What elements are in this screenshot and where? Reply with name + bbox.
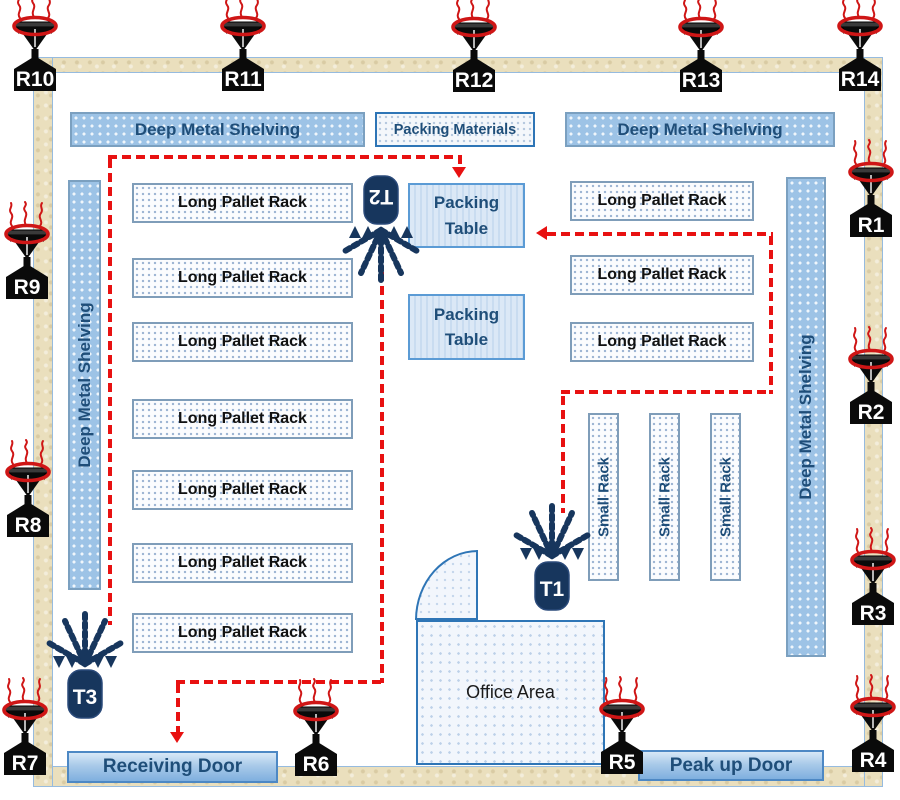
tag-t1-label: T1 (540, 578, 565, 601)
packing-materials-label: Packing Materials (393, 121, 517, 138)
receiving-door-label: Receiving Door (102, 756, 243, 777)
path-t2-drop-segment (176, 684, 180, 734)
rack-label: Long Pallet Rack (178, 554, 307, 571)
deep-metal-shelving-top-right-label: Deep Metal Shelving (617, 119, 783, 139)
small-rack-2-label: Small Rack (656, 456, 673, 538)
path-t3-drop-segment (458, 155, 462, 169)
tag-t3: T3 (40, 608, 130, 723)
long-pallet-rack-right-1: Long Pallet Rack (570, 181, 754, 221)
router-r11-label: R11 (224, 68, 262, 91)
pickup-door-label: Peak up Door (669, 754, 793, 776)
router-r7: R7 (0, 677, 55, 777)
packing-materials-area: Packing Materials (375, 112, 535, 147)
rack-label: Long Pallet Rack (597, 192, 727, 209)
small-rack-3-label: Small Rack (717, 456, 734, 538)
pickup-door: Peak up Door (638, 750, 824, 781)
path-t1-rise-segment (769, 236, 773, 394)
router-r1: R1 (841, 139, 900, 239)
path-t3-horizontal-segment (108, 155, 462, 159)
path-arrow-into-packing-table-right-icon (536, 226, 547, 240)
router-r4: R4 (843, 674, 900, 774)
rack-label: Long Pallet Rack (597, 266, 727, 283)
long-pallet-rack-left-1: Long Pallet Rack (132, 183, 353, 223)
deep-metal-shelving-top-right: Deep Metal Shelving (565, 112, 835, 147)
tag-t2: T2 (336, 171, 426, 286)
small-rack-1-label: Small Rack (595, 456, 612, 538)
deep-metal-shelving-left: Deep Metal Shelving (68, 180, 101, 590)
long-pallet-rack-left-5: Long Pallet Rack (132, 470, 353, 510)
router-r5: R5 (592, 676, 652, 776)
deep-metal-shelving-left-label: Deep Metal Shelving (74, 302, 94, 468)
path-t3-vertical-segment (108, 159, 112, 625)
small-rack-1: Small Rack (588, 413, 619, 581)
path-arrow-into-receiving-door-icon (170, 732, 184, 743)
router-r1-label: R1 (858, 214, 885, 237)
deep-metal-shelving-right: Deep Metal Shelving (786, 177, 826, 657)
router-r12: R12 (444, 0, 504, 94)
router-r9: R9 (0, 201, 57, 301)
long-pallet-rack-left-7: Long Pallet Rack (132, 613, 353, 653)
router-r3: R3 (843, 527, 900, 627)
path-t2-vertical-segment (380, 272, 384, 683)
path-arrow-into-packing-table-top-icon (452, 167, 466, 178)
router-r8: R8 (0, 439, 58, 539)
long-pallet-rack-left-2: Long Pallet Rack (132, 258, 353, 298)
office-door-swing-arc (415, 550, 478, 620)
long-pallet-rack-left-3: Long Pallet Rack (132, 322, 353, 362)
router-r7-label: R7 (12, 752, 39, 775)
router-r2-label: R2 (858, 401, 885, 424)
router-r10: R10 (5, 0, 65, 93)
tag-t2-label: T2 (369, 185, 394, 208)
packing-table-1: Packing Table (408, 183, 525, 248)
office-area: Office Area (416, 620, 605, 765)
router-r13: R13 (671, 0, 731, 94)
path-t1-vertical-segment (561, 396, 565, 513)
packing-table-1-label: Packing Table (433, 193, 500, 238)
deep-metal-shelving-right-label: Deep Metal Shelving (796, 334, 815, 500)
deep-metal-shelving-top-left-label: Deep Metal Shelving (134, 119, 301, 139)
rack-label: Long Pallet Rack (597, 333, 727, 350)
router-r6: R6 (286, 678, 346, 778)
rack-label: Long Pallet Rack (178, 481, 307, 498)
long-pallet-rack-left-6: Long Pallet Rack (132, 543, 353, 583)
router-r12-label: R12 (455, 69, 494, 92)
router-r6-label: R6 (303, 753, 330, 776)
router-r4-label: R4 (860, 749, 887, 772)
rack-label: Long Pallet Rack (178, 269, 307, 286)
packing-table-2-label: Packing Table (433, 304, 500, 350)
router-r11: R11 (213, 0, 273, 93)
router-r10-label: R10 (16, 68, 55, 91)
deep-metal-shelving-top-left: Deep Metal Shelving (70, 112, 365, 147)
path-t2-horizontal-segment (176, 680, 384, 684)
rack-label: Long Pallet Rack (178, 410, 307, 427)
path-t1-horizontal-lower-segment (561, 390, 773, 394)
tag-t3-label: T3 (73, 686, 98, 709)
path-t1-horizontal-upper-segment (547, 232, 773, 236)
router-r13-label: R13 (682, 69, 721, 92)
packing-table-2: Packing Table (408, 294, 525, 360)
tag-t1: T1 (507, 500, 597, 615)
small-rack-2: Small Rack (649, 413, 680, 581)
rack-label: Long Pallet Rack (178, 624, 307, 641)
long-pallet-rack-right-2: Long Pallet Rack (570, 255, 754, 295)
small-rack-3: Small Rack (710, 413, 741, 581)
router-r9-label: R9 (14, 276, 41, 299)
router-r14-label: R14 (841, 68, 880, 91)
rack-label: Long Pallet Rack (178, 194, 307, 211)
router-r5-label: R5 (609, 751, 636, 774)
router-r2: R2 (841, 326, 900, 426)
office-area-label: Office Area (466, 682, 555, 702)
router-r3-label: R3 (860, 602, 887, 625)
rack-label: Long Pallet Rack (178, 333, 307, 350)
router-r8-label: R8 (15, 514, 42, 537)
long-pallet-rack-right-3: Long Pallet Rack (570, 322, 754, 362)
receiving-door: Receiving Door (67, 751, 278, 783)
router-r14: R14 (830, 0, 890, 93)
long-pallet-rack-left-4: Long Pallet Rack (132, 399, 353, 439)
